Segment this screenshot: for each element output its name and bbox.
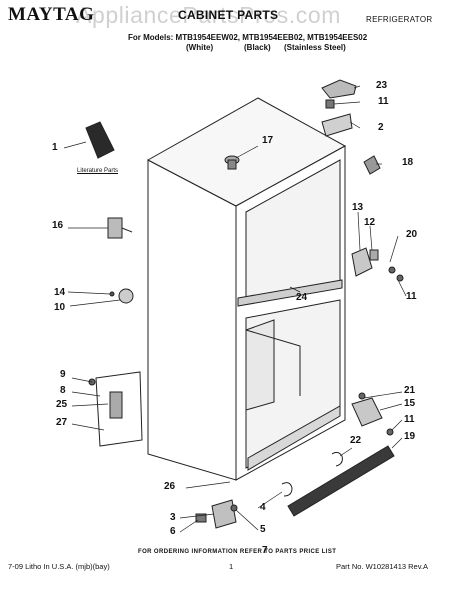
callout-6: 6: [170, 526, 176, 537]
brand-logo: MAYTAG: [8, 4, 95, 25]
leveling-leg: [107, 217, 133, 239]
callout-18: 18: [402, 157, 414, 168]
kick-plate: [287, 445, 395, 517]
callout-4: 4: [260, 502, 266, 513]
variant-black: (Black): [244, 43, 271, 52]
part-number: Part No. W10281413 Rev.A: [336, 562, 428, 571]
callout-13: 13: [352, 202, 364, 213]
callout-25: 25: [56, 399, 68, 410]
callout-8: 8: [60, 385, 66, 396]
clip: [331, 451, 343, 467]
door-stop: [363, 155, 381, 175]
callout-11-bottom: 11: [404, 414, 415, 425]
lower-hinge-bracket: [195, 499, 238, 529]
callout-15: 15: [404, 398, 416, 409]
literature-packet: [85, 121, 115, 159]
callout-3: 3: [170, 512, 176, 523]
callout-22: 22: [350, 435, 362, 446]
callout-19: 19: [404, 431, 416, 442]
grille-clip: [281, 482, 293, 497]
callout-10: 10: [54, 302, 66, 313]
callout-7: 7: [262, 545, 268, 556]
callout-2: 2: [378, 122, 384, 133]
bottom-hinge: [351, 392, 394, 436]
variant-stainless: (Stainless Steel): [284, 43, 346, 52]
cabinet-shell: [146, 97, 347, 481]
center-hinge: [351, 247, 404, 282]
callout-11-middle: 11: [406, 291, 417, 302]
appliance-category: REFRIGERATOR: [366, 15, 433, 24]
callout-11-top: 11: [378, 96, 389, 107]
callout-1: 1: [52, 142, 58, 153]
hinge-cover: [321, 79, 357, 99]
roller-assembly: [109, 288, 134, 304]
callout-20: 20: [406, 229, 418, 240]
callout-26: 26: [164, 481, 176, 492]
callout-16: 16: [52, 220, 64, 231]
leader-lines: [63, 85, 407, 533]
callout-24: 24: [296, 292, 308, 303]
top-hinge: [321, 113, 353, 137]
literature-parts-label: Literature Parts: [77, 168, 119, 174]
callout-27: 27: [56, 417, 68, 428]
screw: [325, 99, 335, 109]
callout-23: 23: [376, 80, 388, 91]
callout-9: 9: [60, 369, 66, 380]
page-number: 1: [229, 562, 234, 571]
watermark: AppliancePartsPros.com: [76, 2, 342, 28]
top-plug: [224, 155, 240, 170]
base-bracket: [88, 371, 143, 447]
callout-5: 5: [260, 524, 266, 535]
callout-12: 12: [364, 217, 376, 228]
callout-14: 14: [54, 287, 66, 298]
callout-21: 21: [404, 385, 416, 396]
print-info: 7-09 Litho In U.S.A. (mjb)(bay): [8, 562, 110, 571]
page-title: CABINET PARTS: [178, 8, 279, 22]
callout-17: 17: [262, 135, 274, 146]
model-list: For Models: MTB1954EEW02, MTB1954EEB02, …: [128, 33, 368, 42]
variant-white: (White): [186, 43, 214, 52]
divider-bar: [237, 279, 343, 307]
ordering-note: FOR ORDERING INFORMATION REFER TO PARTS …: [138, 549, 337, 555]
